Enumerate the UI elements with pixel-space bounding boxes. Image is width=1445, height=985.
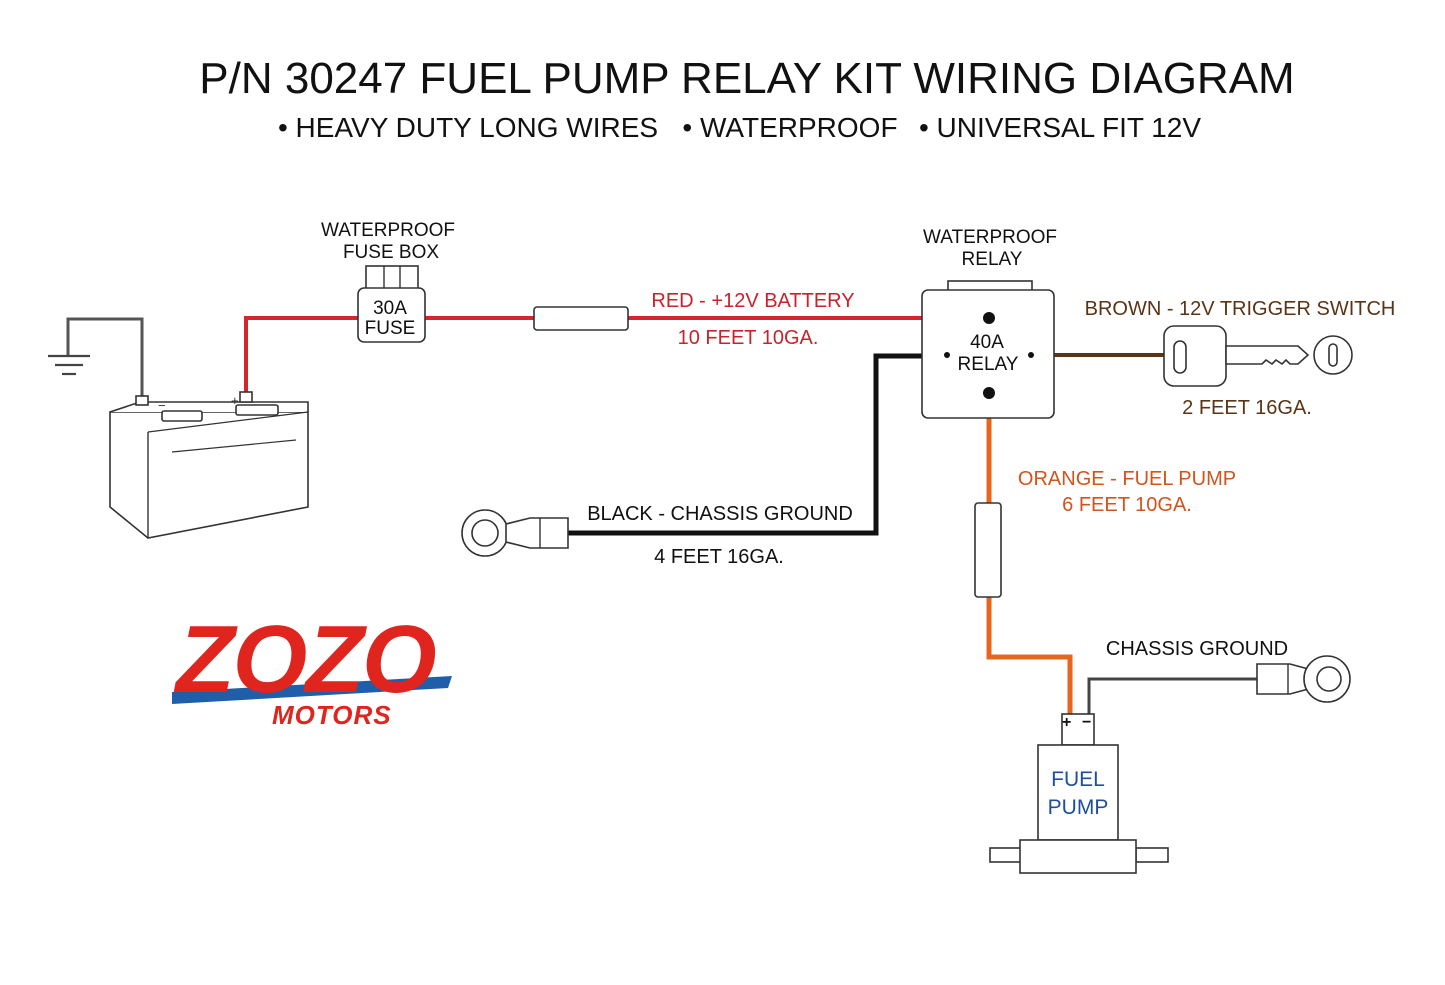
- fuse-name: FUSE: [365, 318, 416, 339]
- red-wire-label: RED - +12V BATTERY: [651, 290, 854, 312]
- fuse-box: WATERPROOF FUSE BOX 30A FUSE: [321, 220, 455, 343]
- pump-positive-mark: +: [1062, 714, 1071, 731]
- fuel-pump-label-1: FUEL: [1051, 768, 1105, 791]
- feature-waterproof: • WATERPROOF: [682, 112, 897, 143]
- battery-positive-mark: +: [231, 393, 239, 408]
- logo-main-text: ZOZO: [173, 606, 436, 713]
- fuel-pump-icon: + − FUEL PUMP: [989, 713, 1169, 874]
- relay-rating: 40A: [970, 332, 1004, 353]
- battery-icon: + −: [109, 391, 309, 539]
- pump-ground-wire: [1087, 677, 1257, 714]
- fuse-box-caption-1: WATERPROOF: [321, 220, 455, 241]
- black-wire-label: BLACK - CHASSIS GROUND: [587, 503, 853, 525]
- relay: WATERPROOF RELAY 40A RELAY: [921, 227, 1057, 419]
- battery-ground-wire: [66, 317, 144, 398]
- feature-universal-fit: • UNIVERSAL FIT 12V: [919, 112, 1201, 143]
- zozo-motors-logo: ZOZO MOTORS: [172, 606, 452, 730]
- pump-ground-label: CHASSIS GROUND: [1106, 638, 1288, 660]
- orange-wire-spec: 6 FEET 10GA.: [1062, 494, 1192, 516]
- key-icon: [1163, 325, 1353, 387]
- fuse-rating: 30A: [373, 298, 407, 319]
- red-wire-spec: 10 FEET 10GA.: [678, 327, 819, 349]
- ring-terminal-icon: [461, 509, 569, 557]
- relay-caption-2: RELAY: [962, 249, 1023, 270]
- battery-negative-mark: −: [158, 398, 166, 413]
- diagram-title: P/N 30247 FUEL PUMP RELAY KIT WIRING DIA…: [199, 54, 1294, 103]
- brown-wire-spec: 2 FEET 16GA.: [1182, 397, 1312, 419]
- black-wire-spec: 4 FEET 16GA.: [654, 546, 784, 568]
- logo-sub-text: MOTORS: [272, 700, 392, 730]
- relay-caption-1: WATERPROOF: [923, 227, 1057, 248]
- fuse-box-caption-2: FUSE BOX: [343, 242, 439, 263]
- fuel-pump-label-2: PUMP: [1048, 796, 1109, 819]
- orange-wire-label: ORANGE - FUEL PUMP: [1018, 468, 1236, 490]
- brown-wire-label: BROWN - 12V TRIGGER SWITCH: [1085, 298, 1396, 320]
- relay-name: RELAY: [958, 354, 1019, 375]
- feature-heavy-duty: • HEAVY DUTY LONG WIRES: [278, 112, 658, 143]
- pump-ring-terminal-icon: [1256, 655, 1351, 703]
- pump-negative-mark: −: [1082, 714, 1091, 731]
- red-wire: [244, 316, 990, 395]
- orange-inline-connector-icon: [974, 502, 1002, 598]
- earth-ground-icon: [48, 354, 90, 376]
- inline-connector-icon: [533, 306, 629, 331]
- black-wire: [568, 353, 948, 536]
